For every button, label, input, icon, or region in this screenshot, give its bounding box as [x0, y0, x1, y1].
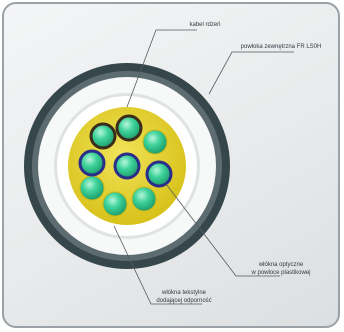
fiber-bottom — [102, 191, 128, 217]
leader-line-strength-fibers — [113, 225, 202, 305]
label-outer-sheath: powłoka zewnętrzna FR LS0H — [240, 44, 322, 50]
leader-line-cable-core — [126, 29, 197, 108]
fiber-left — [78, 149, 106, 177]
label-cable-core: kabel rdzeń — [189, 22, 221, 28]
fiber-top — [115, 114, 143, 142]
diagram-frame: kabel rdzeń powłoka zewnętrzna FR LS0H w… — [2, 2, 340, 328]
fiber-bottom-right — [131, 186, 157, 212]
fiber-top-right — [142, 129, 168, 155]
fiber-top-left — [89, 122, 117, 150]
label-strength-fibers: włókna tekstylne dodającej odporność — [156, 290, 212, 304]
leader-line-optical-fibers — [165, 183, 280, 277]
cable-cross-section — [24, 29, 294, 305]
fiber-bottom-left — [79, 175, 105, 201]
label-optical-fibers: włókna optyczne w powłoce plastikowej — [251, 262, 311, 276]
leader-line-outer-sheath — [208, 51, 294, 95]
fiber-right — [145, 160, 173, 188]
fiber-center — [113, 152, 141, 180]
optical-fibers — [78, 114, 173, 217]
